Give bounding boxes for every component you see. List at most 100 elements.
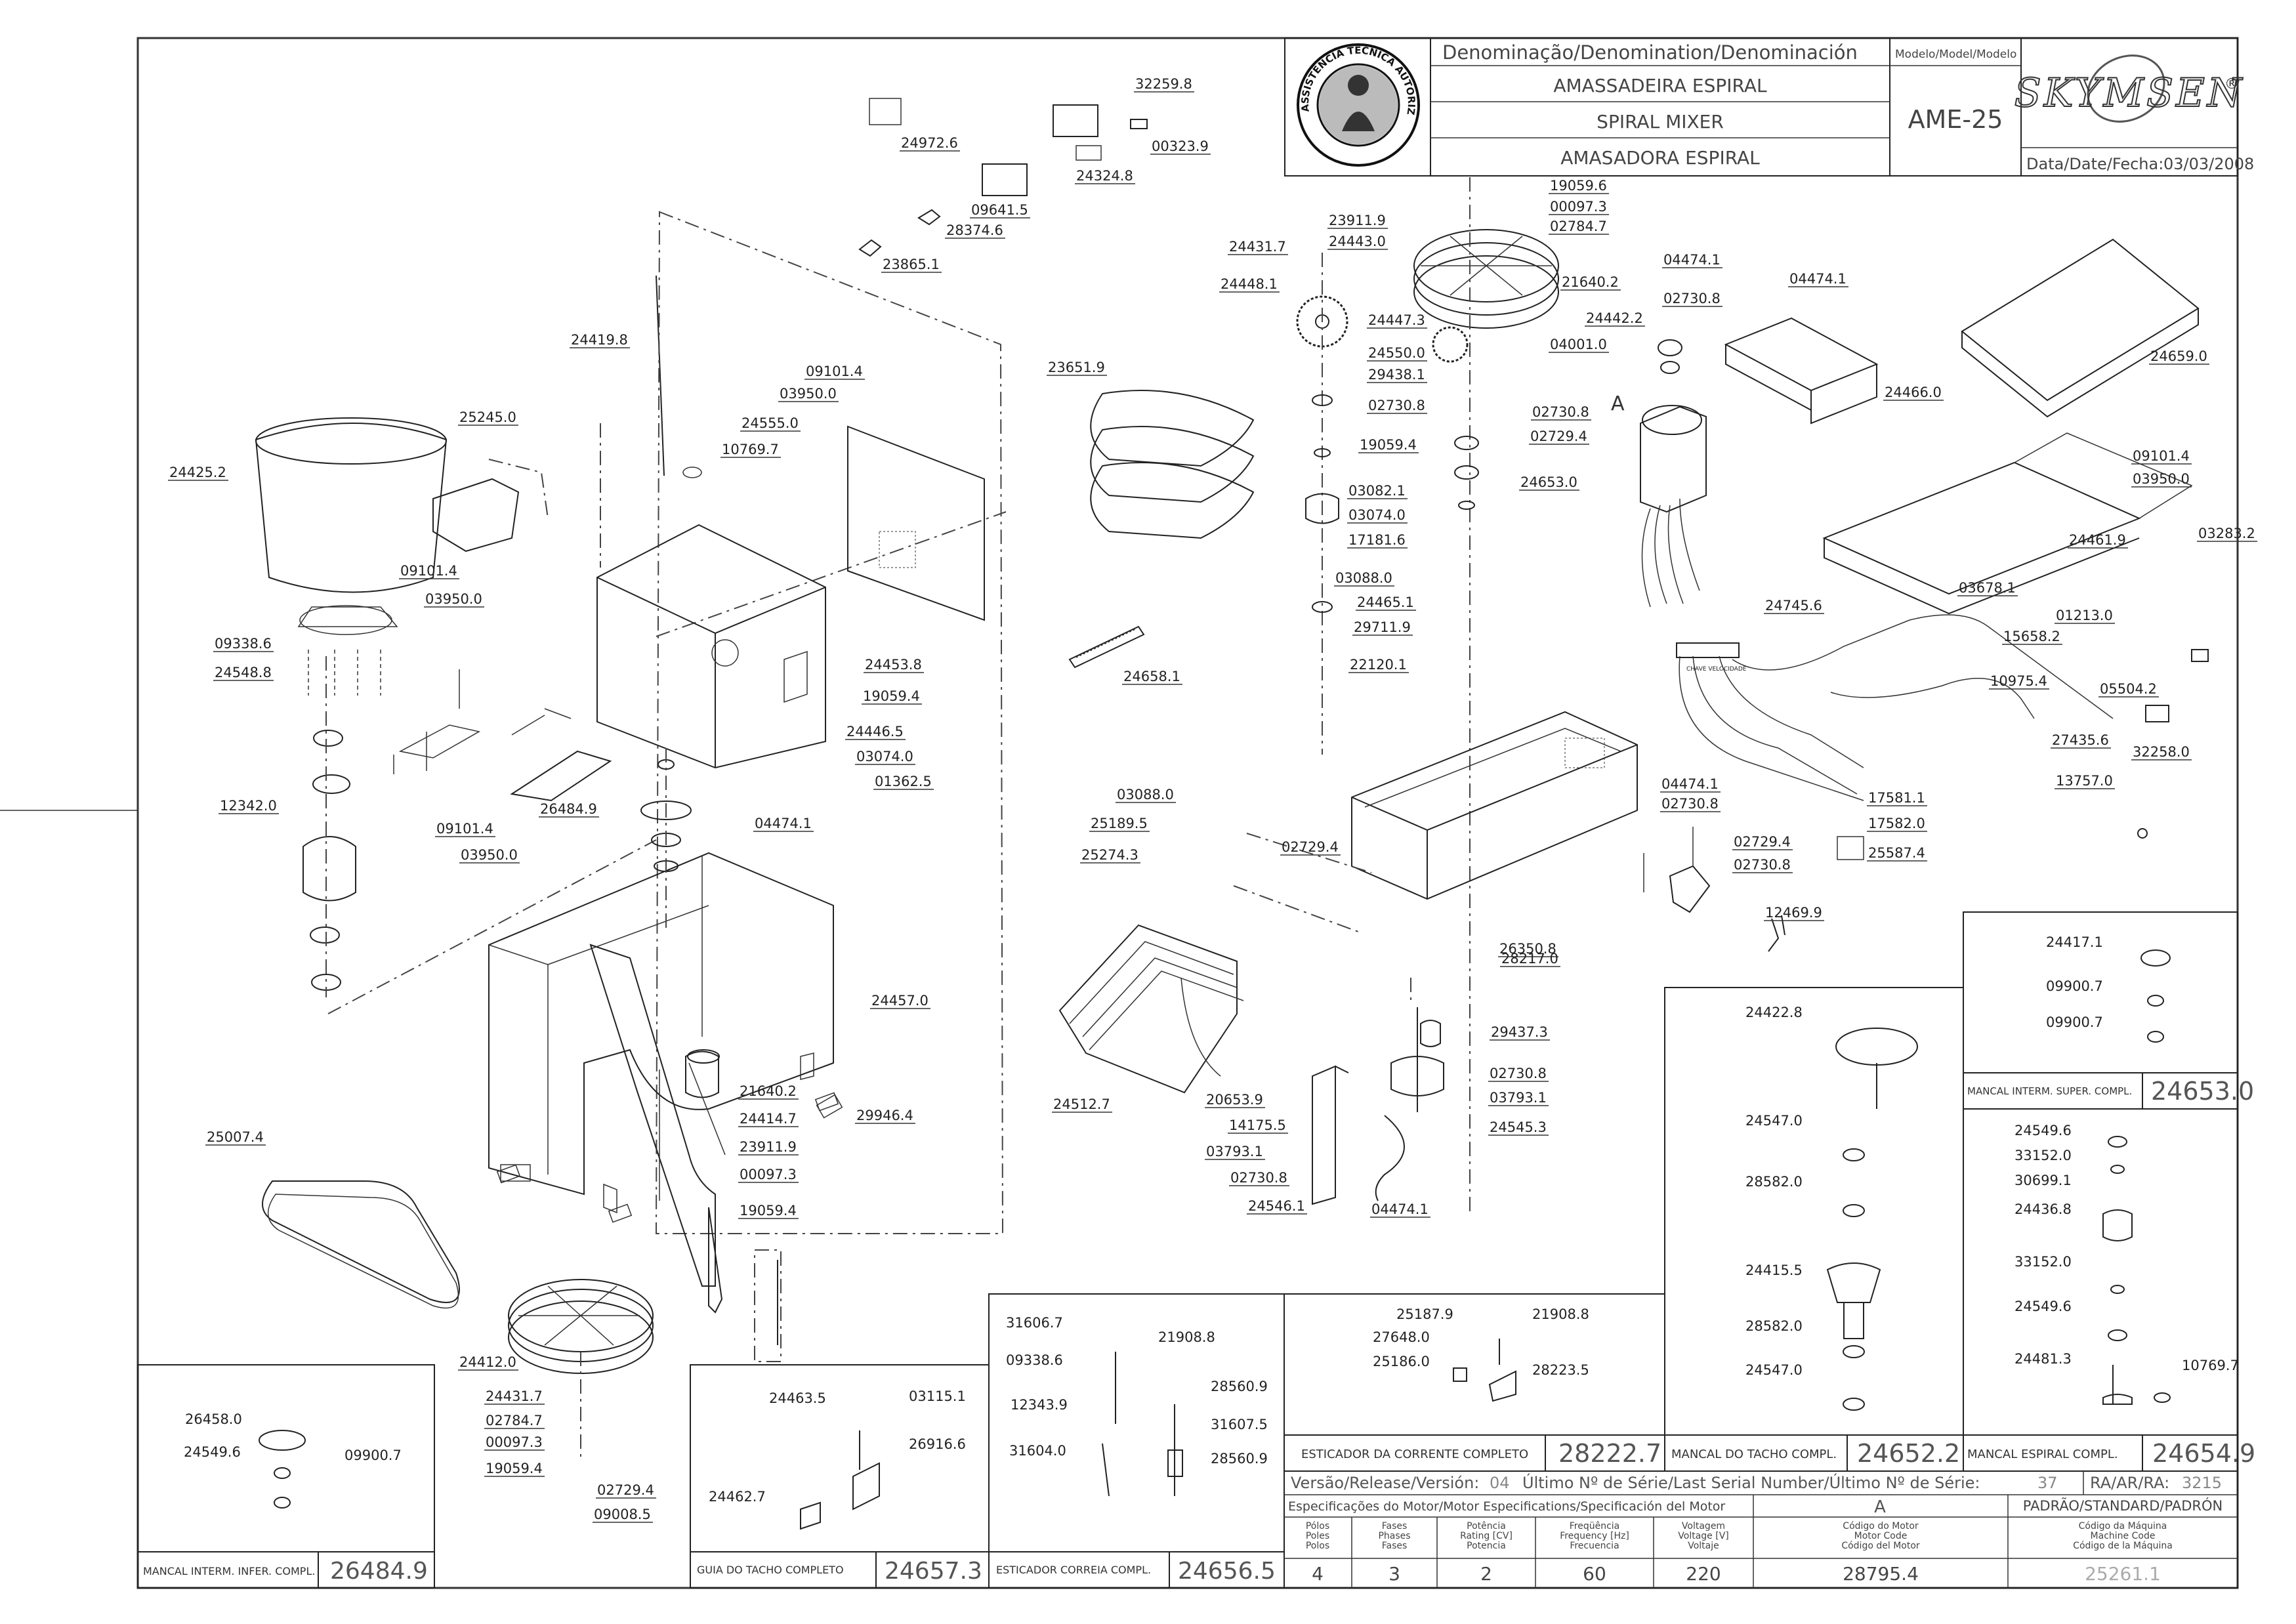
part-label-25587.4: 25587.4 bbox=[1868, 845, 1925, 861]
part-label-04474.1: 04474.1 bbox=[1371, 1201, 1429, 1217]
part-label-09101.4: 09101.4 bbox=[806, 364, 863, 379]
svg-text:25187.9: 25187.9 bbox=[1396, 1306, 1453, 1322]
part-label-24448.1: 24448.1 bbox=[1221, 276, 1278, 292]
part-label-24461.9: 24461.9 bbox=[2069, 532, 2126, 548]
spec-header: Frecuencia bbox=[1570, 1541, 1619, 1551]
svg-text:28560.9: 28560.9 bbox=[1211, 1451, 1268, 1467]
svg-text:®: ® bbox=[2224, 76, 2239, 93]
svg-text:12343.9: 12343.9 bbox=[1011, 1397, 1068, 1413]
machine-name-pt: AMASSADEIRA ESPIRAL bbox=[1553, 75, 1767, 96]
svg-text:33152.0: 33152.0 bbox=[2014, 1148, 2072, 1163]
part-label-02729.4: 02729.4 bbox=[1282, 839, 1339, 855]
part-label-10769.7: 10769.7 bbox=[722, 442, 779, 457]
part-label-24431.7: 24431.7 bbox=[486, 1388, 543, 1404]
panel-label: ESTICADOR CORREIA COMPL. bbox=[996, 1564, 1151, 1576]
spec-header: Potência bbox=[1467, 1521, 1506, 1531]
part-label-04474.1: 04474.1 bbox=[755, 816, 812, 831]
panel-label: MANCAL INTERM. INFER. COMPL. bbox=[143, 1565, 315, 1577]
svg-text:33152.0: 33152.0 bbox=[2014, 1254, 2072, 1270]
spec-header: Polos bbox=[1306, 1541, 1329, 1551]
svg-text:SKYMSEN: SKYMSEN bbox=[2014, 70, 2245, 116]
part-label-24425.2: 24425.2 bbox=[169, 465, 226, 480]
part-label-02784.7: 02784.7 bbox=[1550, 219, 1607, 234]
svg-text:24463.5: 24463.5 bbox=[769, 1390, 826, 1406]
panel-mancal-interm-infer: MANCAL INTERM. INFER. COMPL. 26484.9 264… bbox=[137, 1364, 435, 1589]
part-label-23651.9: 23651.9 bbox=[1048, 360, 1105, 375]
part-label-19059.4: 19059.4 bbox=[486, 1461, 543, 1476]
svg-text:31604.0: 31604.0 bbox=[1009, 1443, 1066, 1459]
spec-header: Motor Code bbox=[1854, 1531, 1908, 1541]
spec-value: 3 bbox=[1388, 1563, 1400, 1585]
panel-code: 24653.0 bbox=[2151, 1077, 2254, 1106]
part-label-04474.1: 04474.1 bbox=[1663, 252, 1721, 268]
part-label-01213.0: 01213.0 bbox=[2056, 608, 2113, 623]
svg-text:28560.9: 28560.9 bbox=[1211, 1379, 1268, 1394]
spec-value: 220 bbox=[1686, 1563, 1721, 1585]
svg-text:28582.0: 28582.0 bbox=[1745, 1174, 1803, 1190]
date-value: 03/03/2008 bbox=[2163, 155, 2254, 173]
model-header: Modelo/Model/Modelo bbox=[1895, 48, 2016, 61]
part-label-17582.0: 17582.0 bbox=[1868, 816, 1925, 831]
spec-value: 60 bbox=[1583, 1563, 1606, 1585]
part-label-02730.8: 02730.8 bbox=[1734, 857, 1791, 873]
part-label-29711.9: 29711.9 bbox=[1354, 619, 1411, 635]
part-label-25189.5: 25189.5 bbox=[1091, 816, 1148, 831]
part-label-24555.0: 24555.0 bbox=[741, 415, 799, 431]
panel-esticador-corrente: ESTICADOR DA CORRENTE COMPLETO 28222.7 2… bbox=[1284, 1293, 1665, 1472]
part-label-02784.7: 02784.7 bbox=[486, 1413, 543, 1428]
part-label-28217.0: 28217.0 bbox=[1501, 951, 1558, 967]
part-label-03950.0: 03950.0 bbox=[461, 847, 518, 863]
svg-text:09900.7: 09900.7 bbox=[2046, 978, 2103, 994]
part-label-24324.8: 24324.8 bbox=[1076, 168, 1133, 184]
panel-code: 24652.2 bbox=[1857, 1439, 1960, 1468]
part-label-24653.0: 24653.0 bbox=[1520, 474, 1577, 490]
part-label-19059.4: 19059.4 bbox=[1360, 437, 1417, 453]
panel-mancal-espiral: MANCAL ESPIRAL COMPL. 24654.9 24549.6 33… bbox=[1963, 1108, 2255, 1472]
panel-label: ESTICADOR DA CORRENTE COMPLETO bbox=[1301, 1447, 1528, 1461]
part-label-03950.0: 03950.0 bbox=[780, 386, 837, 402]
panel-code: 24657.3 bbox=[885, 1558, 982, 1585]
spec-header: Potencia bbox=[1467, 1541, 1506, 1551]
spec-header: Freqüência bbox=[1570, 1521, 1620, 1531]
part-label-19059.6: 19059.6 bbox=[1550, 178, 1607, 194]
svg-text:24422.8: 24422.8 bbox=[1745, 1005, 1803, 1020]
part-label-23865.1: 23865.1 bbox=[883, 257, 940, 272]
svg-text:24417.1: 24417.1 bbox=[2046, 934, 2103, 950]
machine-name-es: AMASADORA ESPIRAL bbox=[1560, 147, 1760, 169]
part-label-03088.0: 03088.0 bbox=[1117, 787, 1174, 802]
svg-text:27648.0: 27648.0 bbox=[1373, 1329, 1430, 1345]
part-label-03678.1: 03678.1 bbox=[1959, 580, 2016, 596]
spec-header: Código do Motor bbox=[1843, 1521, 1919, 1531]
part-label-23911.9: 23911.9 bbox=[1329, 213, 1386, 228]
machine-name-en: SPIRAL MIXER bbox=[1597, 111, 1724, 133]
svg-text:03115.1: 03115.1 bbox=[909, 1388, 966, 1404]
part-label-24453.8: 24453.8 bbox=[865, 657, 922, 673]
part-label-12469.9: 12469.9 bbox=[1765, 905, 1822, 921]
part-label-23911.9: 23911.9 bbox=[740, 1139, 797, 1155]
part-label-00097.3: 00097.3 bbox=[1550, 199, 1607, 215]
serial-value: 37 bbox=[2037, 1474, 2058, 1492]
svg-text:09338.6: 09338.6 bbox=[1006, 1352, 1063, 1368]
part-label-09101.4: 09101.4 bbox=[2133, 448, 2190, 464]
brand-logo: SKYMSEN ® bbox=[2014, 54, 2245, 123]
spec-value: 2 bbox=[1480, 1563, 1492, 1585]
part-label-02730.8: 02730.8 bbox=[1230, 1170, 1287, 1186]
svg-text:10769.7: 10769.7 bbox=[2182, 1358, 2239, 1373]
ra-label: RA/AR/RA: bbox=[2090, 1474, 2169, 1492]
part-label-29946.4: 29946.4 bbox=[856, 1108, 913, 1123]
spec-header: Código del Motor bbox=[1841, 1541, 1920, 1551]
part-label-27435.6: 27435.6 bbox=[2052, 732, 2109, 748]
spec-header: Frequency [Hz] bbox=[1560, 1531, 1629, 1541]
svg-text:26458.0: 26458.0 bbox=[185, 1411, 242, 1427]
part-label-10975.4: 10975.4 bbox=[1990, 673, 2047, 689]
part-label-03283.2: 03283.2 bbox=[2198, 526, 2255, 541]
spec-value: 28795.4 bbox=[1843, 1563, 1919, 1585]
assembly-linework: CHAVE VELOCIDADE A bbox=[255, 98, 2209, 1457]
part-label-21640.2: 21640.2 bbox=[1562, 274, 1619, 290]
part-label-03074.0: 03074.0 bbox=[1348, 507, 1406, 523]
part-label-02730.8: 02730.8 bbox=[1661, 796, 1719, 812]
svg-text:31607.5: 31607.5 bbox=[1211, 1417, 1268, 1432]
part-label-04474.1: 04474.1 bbox=[1661, 776, 1719, 792]
